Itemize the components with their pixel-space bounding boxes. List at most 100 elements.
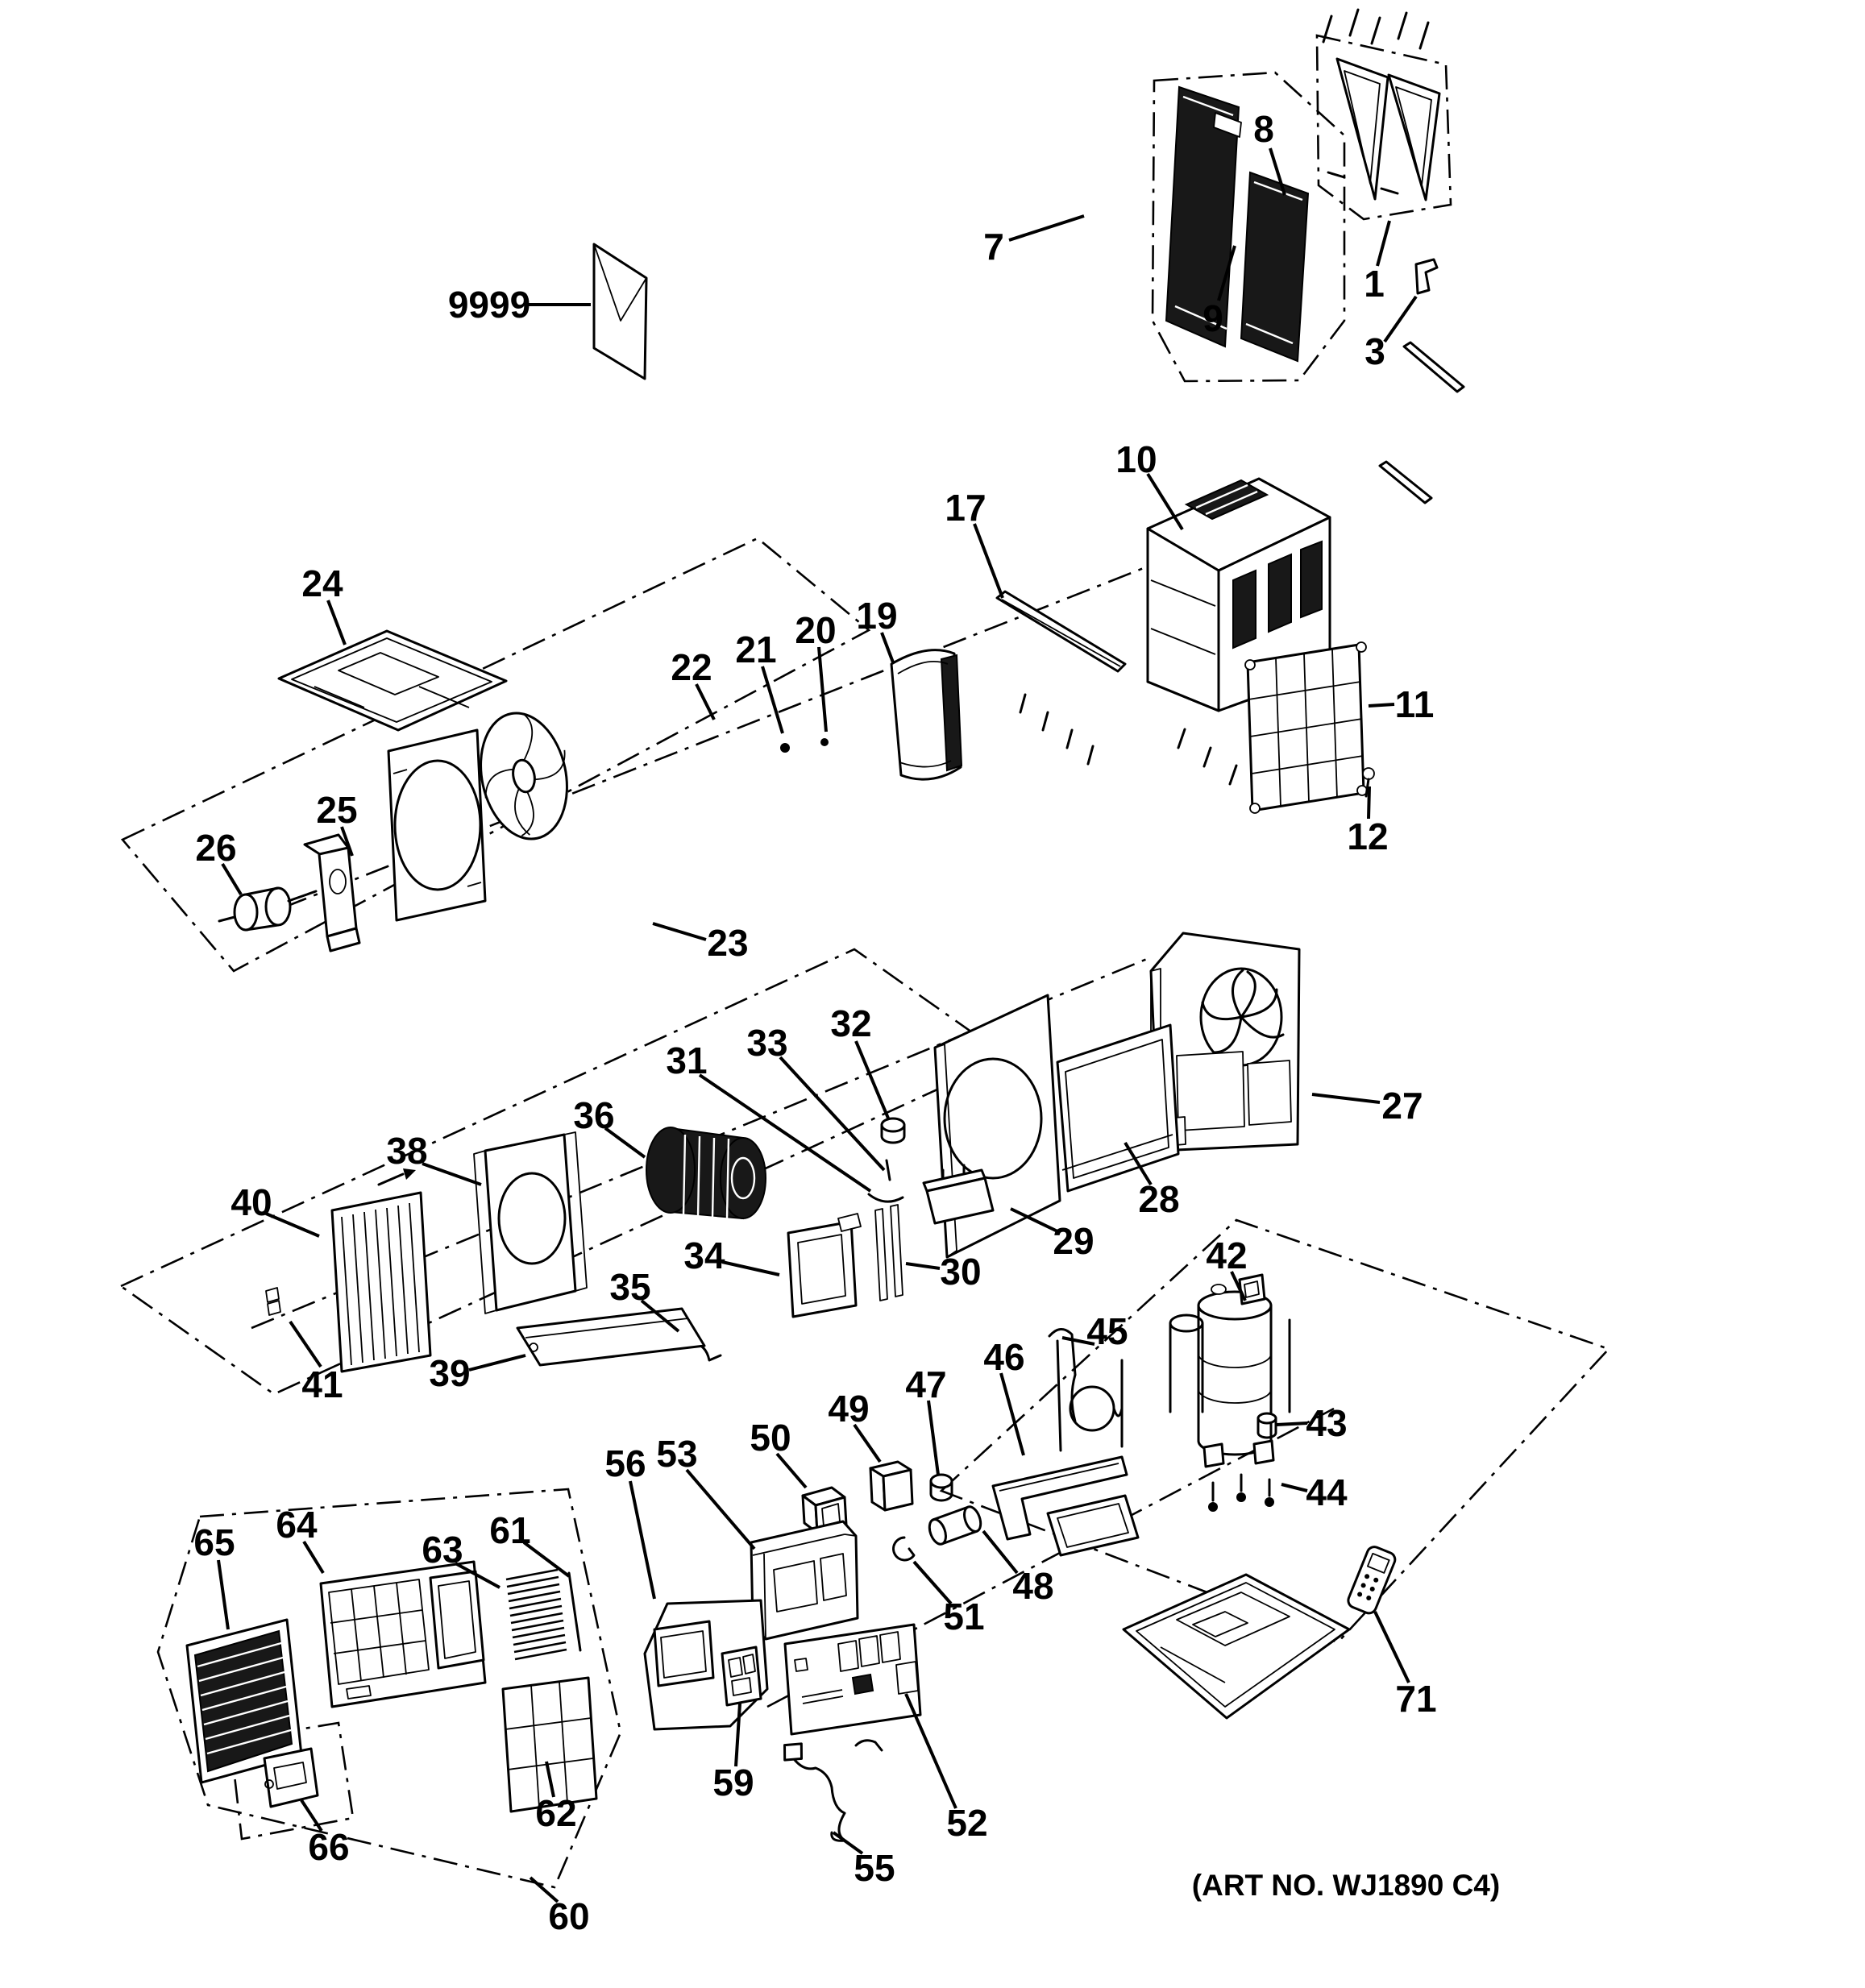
callout-64: 64 xyxy=(276,1504,318,1546)
leader-line-20 xyxy=(817,646,828,733)
art-number: (ART NO. WJ1890 C4) xyxy=(1192,1869,1500,1902)
leader-line-45 xyxy=(1061,1336,1095,1346)
evaporator-shroud-drawing xyxy=(473,1131,588,1314)
callout-63: 63 xyxy=(422,1529,463,1571)
callout-62: 62 xyxy=(535,1792,576,1834)
callout-39: 39 xyxy=(429,1352,470,1394)
support-bracket-group-outline xyxy=(1315,34,1452,221)
window-bracket-drawing xyxy=(1322,8,1465,504)
front-grille-drawing xyxy=(185,1618,303,1784)
thermostat-drawing xyxy=(869,1460,914,1512)
callout-8: 8 xyxy=(1253,108,1274,150)
callout-10: 10 xyxy=(1115,438,1157,480)
callout-59: 59 xyxy=(712,1762,754,1803)
callout-29: 29 xyxy=(1053,1220,1094,1262)
callout-43: 43 xyxy=(1306,1402,1347,1444)
leader-line-11 xyxy=(1368,703,1395,708)
support-rails-drawing xyxy=(874,1204,903,1301)
evaporator-coil-drawing xyxy=(330,1168,432,1373)
control-frame-drawing xyxy=(787,1213,862,1318)
grille-screw-drawing xyxy=(1362,767,1375,798)
leader-line-47 xyxy=(927,1400,940,1475)
callout-52: 52 xyxy=(946,1802,987,1844)
callout-7: 7 xyxy=(983,226,1004,268)
condenser-fan-drawing xyxy=(480,712,568,840)
callout-11: 11 xyxy=(1395,683,1435,725)
seal-strip-bottom-drawing xyxy=(1378,460,1433,504)
callout-51: 51 xyxy=(943,1596,984,1637)
base-pan-drawing xyxy=(1122,1573,1351,1720)
leader-line-25 xyxy=(340,826,354,857)
curtain-group-outline xyxy=(1151,71,1346,383)
leader-line-27 xyxy=(1311,1093,1381,1104)
fan-washer-drawing xyxy=(780,743,790,753)
leader-line-48 xyxy=(982,1529,1019,1575)
leader-line-30 xyxy=(905,1262,941,1270)
sill-bracket-drawing xyxy=(1414,258,1439,295)
bulkhead-assembly-drawing xyxy=(1149,932,1301,1152)
hinge-rod-drawing xyxy=(567,1571,582,1652)
leader-line-43 xyxy=(1276,1421,1308,1426)
leader-line-10 xyxy=(1146,472,1184,531)
leader-line-66 xyxy=(300,1799,323,1832)
leader-line-62 xyxy=(545,1761,555,1798)
callout-50: 50 xyxy=(750,1417,791,1459)
callout-12: 12 xyxy=(1347,816,1388,857)
callout-9: 9 xyxy=(1202,297,1223,339)
compressor-bolts-drawing xyxy=(1208,1473,1274,1512)
leader-line-56 xyxy=(629,1480,656,1600)
compressor-grommet-drawing xyxy=(1256,1412,1277,1439)
leader-line-17 xyxy=(973,523,1004,599)
callout-19: 19 xyxy=(856,595,897,637)
air-deflector-drawing xyxy=(890,649,963,781)
leader-line-29 xyxy=(1010,1207,1058,1233)
leader-line-35 xyxy=(640,1299,680,1333)
callout-20: 20 xyxy=(795,609,836,651)
callout-9999: 9999 xyxy=(448,284,530,326)
callout-41: 41 xyxy=(301,1363,343,1405)
leader-line-32 xyxy=(854,1040,891,1121)
leader-line-3 xyxy=(1383,295,1418,343)
seal-strip-top-drawing xyxy=(1402,341,1465,393)
callout-35: 35 xyxy=(609,1266,650,1308)
vent-clip-drawing xyxy=(867,1193,904,1203)
air-filter-drawing xyxy=(501,1676,598,1813)
leader-line-64 xyxy=(302,1540,325,1575)
leader-line-59 xyxy=(734,1703,741,1767)
callout-22: 22 xyxy=(671,646,712,688)
leader-line-55 xyxy=(832,1831,864,1855)
callout-45: 45 xyxy=(1086,1310,1128,1352)
leader-line-53 xyxy=(685,1468,756,1550)
leader-line-7 xyxy=(1008,214,1085,242)
callout-33: 33 xyxy=(746,1022,787,1064)
leader-line-31 xyxy=(698,1073,872,1193)
leader-line-28 xyxy=(1124,1141,1153,1186)
wire-harness-drawing xyxy=(783,1739,883,1842)
clamp-drawing xyxy=(892,1536,916,1562)
leader-line-33 xyxy=(779,1056,886,1172)
leader-line-19 xyxy=(880,632,895,663)
leader-line-9 xyxy=(1217,245,1236,301)
drain-tray-drawing xyxy=(516,1307,706,1367)
leader-line-38 xyxy=(422,1162,482,1186)
leader-line-23 xyxy=(652,922,707,941)
leader-line-1 xyxy=(1376,220,1391,267)
leader-line-63 xyxy=(455,1562,501,1589)
leader-line-24 xyxy=(326,600,347,645)
remote-control-drawing xyxy=(1347,1546,1397,1615)
leader-line-42 xyxy=(1230,1271,1247,1301)
leader-line-65 xyxy=(217,1559,230,1630)
front-panel-drawing xyxy=(319,1560,487,1708)
callout-48: 48 xyxy=(1012,1565,1053,1607)
callout-3: 3 xyxy=(1364,330,1385,372)
callout-71: 71 xyxy=(1395,1678,1436,1720)
leader-line-26 xyxy=(221,862,243,896)
compressor-drawing xyxy=(1169,1273,1291,1512)
fan-nut-drawing xyxy=(820,738,829,746)
callout-23: 23 xyxy=(707,922,748,964)
callout-17: 17 xyxy=(945,487,986,529)
callout-1: 1 xyxy=(1364,263,1385,305)
callout-66: 66 xyxy=(308,1826,349,1868)
